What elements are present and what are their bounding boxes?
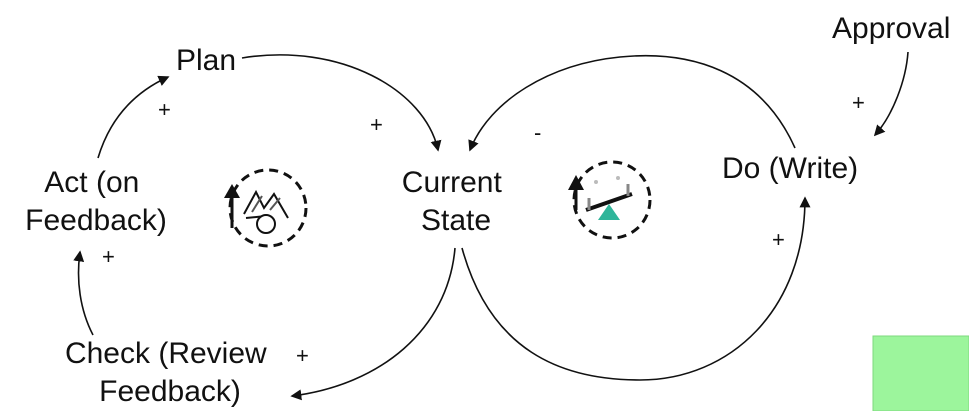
node-approval: Approval [832, 12, 950, 45]
node-current-state-line-2: State [421, 204, 491, 237]
polarity-do-to-current-state: + [772, 227, 785, 252]
edge-act-to-plan [97, 75, 170, 159]
node-current-state-line-1: Current [402, 166, 503, 199]
node-act-line-2: Feedback) [25, 204, 167, 237]
polarity-plan-to-current-state: + [370, 112, 383, 137]
polarity-current-state-to-check: + [296, 343, 309, 368]
node-do-write: Do (Write) [722, 152, 858, 185]
node-check-review-feedback: Check (Review Feedback) [65, 337, 275, 408]
edge-current-state-to-do [461, 196, 811, 381]
edge-approval-to-do [873, 51, 909, 137]
edge-current-state-to-check [290, 247, 456, 401]
edge-do-to-current-state [468, 54, 796, 152]
snowball-icon [224, 168, 308, 248]
edge-plan-to-current-state [241, 54, 442, 152]
node-check-line-2: Feedback) [99, 375, 241, 408]
edge-check-to-act [73, 250, 94, 336]
polarity-current-state-to-do: - [534, 120, 541, 145]
green-box [872, 335, 969, 411]
node-check-line-1: Check (Review [65, 337, 267, 370]
node-current-state: Current State [402, 166, 510, 237]
seesaw-icon [568, 160, 652, 240]
node-act-line-1: Act (on [44, 166, 139, 199]
polarity-check-to-act: + [102, 244, 115, 269]
node-plan: Plan [176, 44, 236, 77]
polarity-act-to-plan: + [158, 97, 171, 122]
node-act-on-feedback: Act (on Feedback) [25, 166, 167, 237]
polarity-approval-to-do: + [852, 90, 865, 115]
